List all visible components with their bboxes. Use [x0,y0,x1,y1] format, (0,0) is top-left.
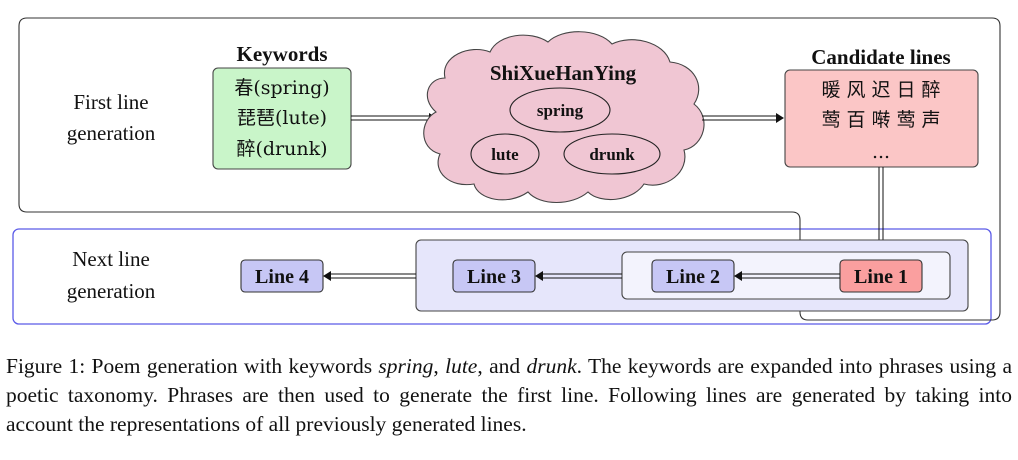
keyword-lute: 琵琶(lute) [237,107,327,129]
phrase-lute: lute [491,145,519,164]
arrow-line2-to-line3 [535,271,622,281]
arrow-keywords-to-taxonomy [351,113,437,123]
arrow-line3-to-line4 [323,271,416,281]
caption-keyword-spring: spring [378,354,434,378]
next-line-stage-label: Next line [72,247,150,271]
line-4-label: Line 4 [255,266,309,288]
poem-generation-diagram: First line generation Next line generati… [12,17,1001,325]
keywords-title: Keywords [237,42,328,66]
keyword-drunk: 醉(drunk) [236,138,327,160]
keywords-box [212,67,352,170]
caption-text-2: , [433,354,446,378]
caption-text-3: , and [477,354,527,378]
keyword-spring: 春(spring) [234,77,329,99]
line-3-label: Line 3 [467,266,521,288]
caption-keyword-drunk: drunk [526,354,577,378]
candidates-box [784,69,979,168]
phrase-spring-ellipse [509,87,611,133]
taxonomy-title: ShiXueHanYing [490,61,637,85]
caption-text-4: . The keywords are expanded into phrases… [6,354,1013,436]
candidates-title: Candidate lines [811,45,950,69]
phrase-drunk: drunk [589,145,635,164]
phrase-lute-ellipse [470,133,540,175]
caption-text-1: Poem generation with keywords [85,354,379,378]
line-1-box [839,259,923,293]
next-line-region [12,228,992,325]
candidate-ellipsis: ... [872,141,890,163]
phrase-drunk-ellipse [563,133,661,175]
line-1-label: Line 1 [854,266,908,288]
arrow-line1-to-line2 [734,271,840,281]
first-line-stage-label-2: generation [67,121,156,145]
caption-figure-label: Figure 1: [6,354,86,378]
first-line-stage-label: First line [73,90,148,114]
next-line-stage-label-2: generation [67,279,156,303]
candidate-line-1: 暖风迟日醉 [821,79,946,101]
candidate-line-2: 莺百啭莺声 [821,109,946,131]
line-2-label: Line 2 [666,266,720,288]
phrase-spring: spring [537,101,584,120]
caption-keyword-lute: lute [445,354,478,378]
arrow-taxonomy-to-candidates [702,113,784,123]
first-line-region [18,17,1001,321]
taxonomy-cloud: ShiXueHanYing spring lute drunk [423,31,705,203]
figure-caption: Figure 1: Poem generation with keywords … [6,352,1012,439]
